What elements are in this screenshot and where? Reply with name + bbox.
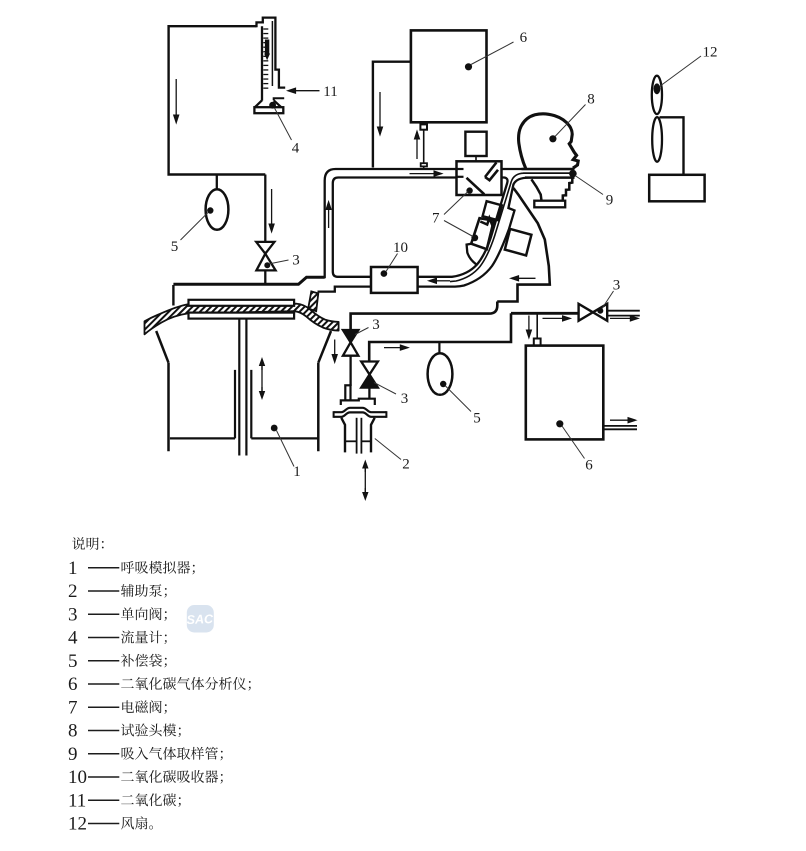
svg-text:3: 3 xyxy=(292,252,300,268)
svg-text:11: 11 xyxy=(323,84,337,100)
svg-text:4: 4 xyxy=(68,628,78,649)
svg-text:5: 5 xyxy=(171,239,179,255)
svg-text:10: 10 xyxy=(393,240,408,256)
svg-text:7: 7 xyxy=(68,697,78,718)
svg-text:12: 12 xyxy=(703,44,718,60)
svg-text:2: 2 xyxy=(68,581,78,602)
svg-text:5: 5 xyxy=(473,410,481,426)
svg-text:1: 1 xyxy=(68,558,78,579)
svg-text:8: 8 xyxy=(68,721,78,742)
svg-text:6: 6 xyxy=(68,674,78,695)
svg-text:9: 9 xyxy=(68,744,78,765)
svg-text:6: 6 xyxy=(520,30,528,46)
svg-text:10: 10 xyxy=(68,767,87,788)
svg-text:3: 3 xyxy=(68,604,78,625)
svg-text:7: 7 xyxy=(432,210,440,226)
svg-text:SAC: SAC xyxy=(186,612,214,627)
svg-text:4: 4 xyxy=(292,140,300,156)
svg-text:2: 2 xyxy=(402,456,410,472)
svg-text:1: 1 xyxy=(293,464,301,480)
svg-text:3: 3 xyxy=(401,391,409,407)
svg-text:3: 3 xyxy=(372,317,380,333)
svg-text:12: 12 xyxy=(68,814,87,835)
svg-text:11: 11 xyxy=(68,790,86,811)
svg-text:9: 9 xyxy=(606,192,614,208)
svg-text:5: 5 xyxy=(68,651,78,672)
svg-text:6: 6 xyxy=(585,457,593,473)
svg-text:3: 3 xyxy=(613,277,621,293)
svg-text:8: 8 xyxy=(587,91,595,107)
